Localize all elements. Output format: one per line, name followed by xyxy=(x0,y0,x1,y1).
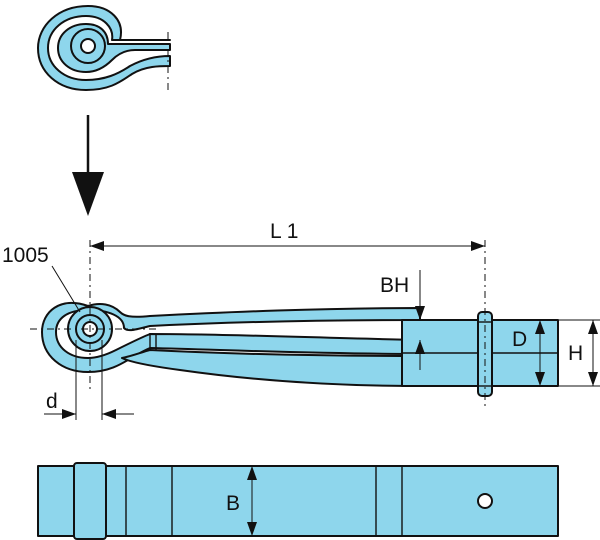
part-number-label: 1005 xyxy=(2,244,49,267)
d-lower-label: d xyxy=(46,390,58,413)
view-direction-arrow xyxy=(72,115,104,216)
dimension-l1 xyxy=(90,241,485,251)
d-upper-label: D xyxy=(512,328,527,351)
dimension-bh xyxy=(415,270,425,370)
spring-side-view xyxy=(30,240,559,410)
part-number-leader xyxy=(51,265,81,313)
h-label: H xyxy=(568,342,583,365)
b-label: B xyxy=(226,492,240,515)
bh-label: BH xyxy=(380,274,409,297)
dimension-h xyxy=(558,319,600,387)
eye-detail-view xyxy=(37,5,171,92)
spring-plan-view xyxy=(37,462,559,540)
dimension-d-lower xyxy=(44,340,134,420)
length-label: L 1 xyxy=(270,220,298,243)
dimension-d-upper xyxy=(535,320,545,386)
